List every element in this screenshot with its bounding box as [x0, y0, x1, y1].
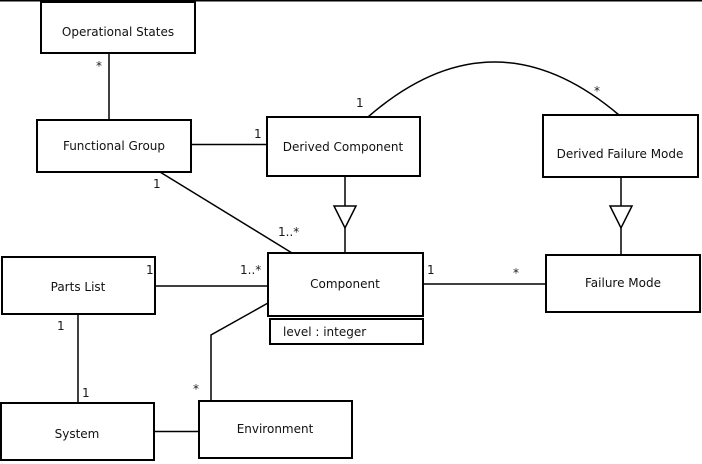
- class-parts-list[interactable]: Parts List: [1, 256, 156, 315]
- multiplicity-label: 1: [254, 127, 262, 141]
- class-label: Component: [310, 277, 380, 291]
- class-environment[interactable]: Environment: [198, 400, 353, 459]
- multiplicity-label: *: [513, 266, 519, 280]
- multiplicity-label: 1: [153, 177, 161, 191]
- generalization-triangle-icon: [332, 205, 358, 230]
- multiplicity-label: 1..*: [278, 225, 299, 239]
- class-label: Derived Failure Mode: [557, 147, 684, 161]
- class-label: Operational States: [62, 25, 174, 39]
- multiplicity-label: 1: [82, 386, 90, 400]
- multiplicity-label: 1: [57, 319, 65, 333]
- association-environment-component: [210, 302, 269, 401]
- class-box-derived-failure-mode[interactable]: [542, 114, 699, 178]
- class-label: Parts List: [51, 280, 106, 294]
- class-component[interactable]: Component level : integer: [267, 252, 424, 345]
- class-box-parts-list[interactable]: [1, 256, 156, 315]
- multiplicity-label: 1..*: [240, 263, 261, 277]
- generalization-triangle-icon: [608, 205, 634, 230]
- class-box-system[interactable]: [0, 402, 155, 461]
- class-label: Functional Group: [63, 139, 165, 153]
- multiplicity-label: *: [96, 59, 102, 73]
- multiplicity-label: 1: [356, 96, 364, 110]
- class-box-operational-states[interactable]: [40, 1, 196, 54]
- attribute-label: level : integer: [283, 325, 366, 339]
- multiplicity-label: 1: [427, 263, 435, 277]
- multiplicity-label: *: [193, 382, 199, 396]
- class-box-component[interactable]: [267, 252, 424, 317]
- class-failure-mode[interactable]: Failure Mode: [545, 254, 701, 313]
- class-label: System: [55, 427, 100, 441]
- class-derived-component[interactable]: Derived Component: [266, 116, 421, 177]
- class-functional-group[interactable]: Functional Group: [36, 119, 192, 173]
- class-label: Derived Component: [283, 140, 404, 154]
- class-operational-states[interactable]: Operational States: [40, 1, 196, 54]
- multiplicity-label: 1: [146, 263, 154, 277]
- class-label: Failure Mode: [585, 276, 661, 290]
- class-box-functional-group[interactable]: [36, 119, 192, 173]
- class-box-environment[interactable]: [198, 400, 353, 459]
- class-box-failure-mode[interactable]: [545, 254, 701, 313]
- association-functional-group-component: [159, 171, 293, 254]
- class-derived-failure-mode[interactable]: Derived Failure Mode: [542, 114, 699, 178]
- multiplicity-label: *: [594, 84, 600, 98]
- association-arc-derived-component-derived-failure-mode: [367, 61, 620, 118]
- class-attribute-compartment-component[interactable]: [269, 318, 424, 345]
- class-box-derived-component[interactable]: [266, 116, 421, 177]
- class-system[interactable]: System: [0, 402, 155, 461]
- class-label: Environment: [237, 422, 314, 436]
